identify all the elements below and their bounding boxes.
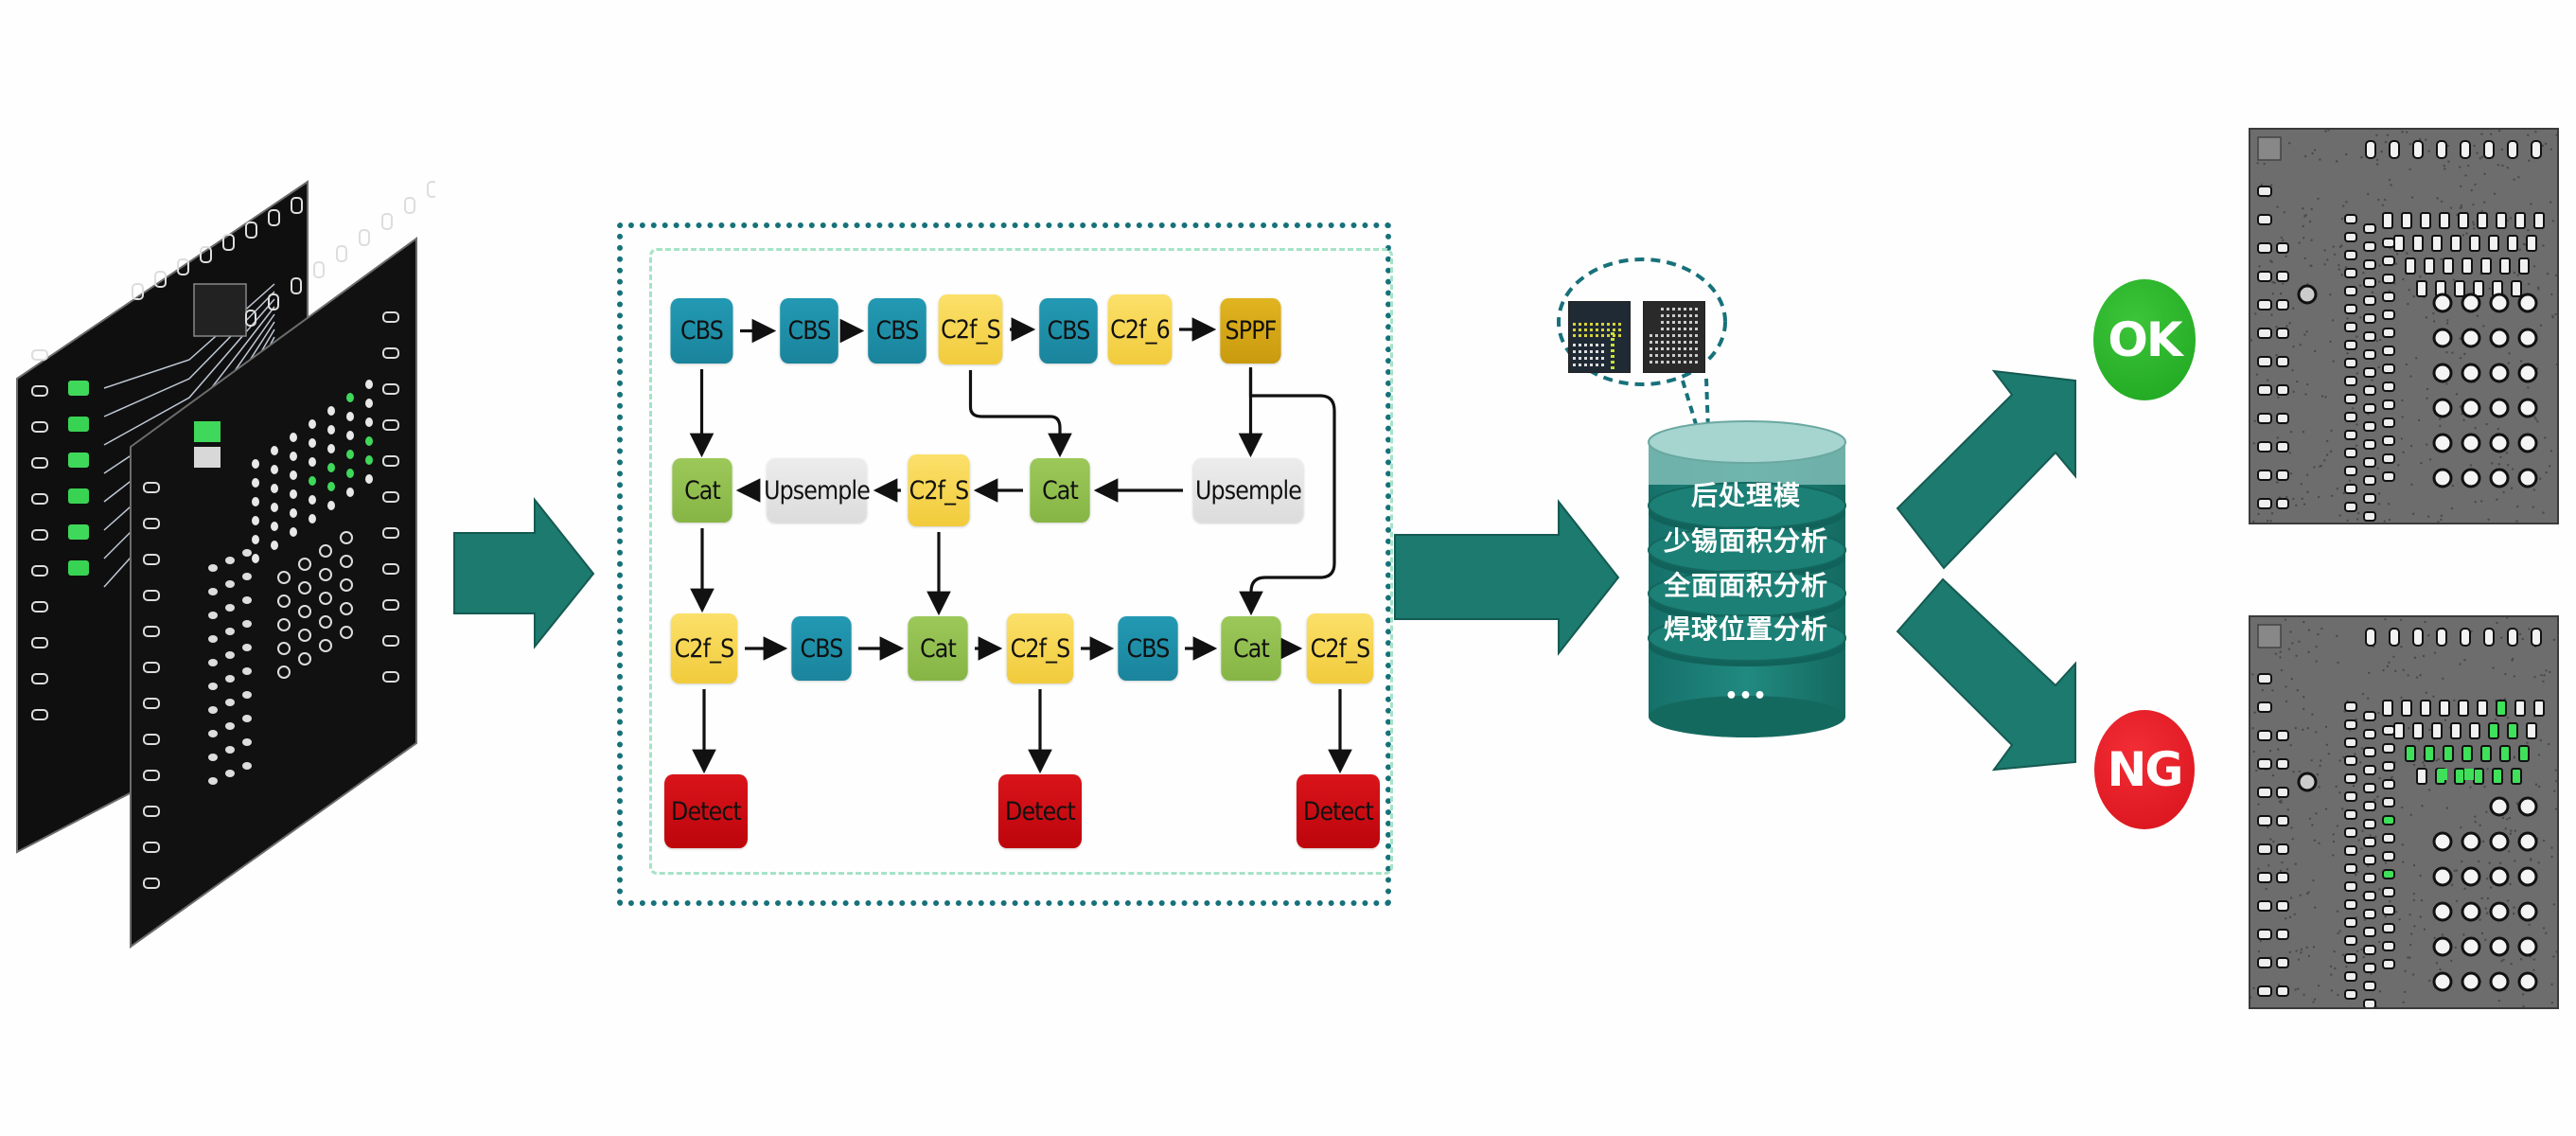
- node-label: Upsemple: [1195, 476, 1301, 506]
- node-upsemple-m5: Upsemple: [1193, 458, 1303, 523]
- node-cat-m4: Cat: [1030, 458, 1089, 523]
- node-label: CBS: [1048, 316, 1090, 346]
- node-c2f-s-b4: C2f_S: [939, 294, 1003, 364]
- layer-label: 全面面积分析: [1647, 565, 1845, 603]
- node-cat-m1: Cat: [672, 458, 732, 523]
- node-cat-l3: Cat: [908, 616, 967, 681]
- node-cbs-b1: CBS: [671, 298, 733, 364]
- node-cbs-b2: CBS: [780, 298, 838, 364]
- node-upsemple-m2: Upsemple: [767, 458, 867, 523]
- node-sppf-b7: SPPF: [1220, 298, 1280, 364]
- node-label: CBS: [1127, 634, 1170, 664]
- node-label: CBS: [680, 316, 723, 346]
- bubble-thumbnail-defect: [1568, 301, 1631, 373]
- node-c2f-s-l4: C2f_S: [1007, 613, 1073, 683]
- ok-label: OK: [2108, 312, 2180, 367]
- node-c2f-s-l1: C2f_S: [671, 613, 737, 683]
- node-label: Detect: [671, 797, 741, 826]
- node-label: Detect: [1303, 797, 1373, 826]
- node-label: C2f_S: [909, 476, 969, 506]
- node-c2f-s-m3: C2f_S: [908, 454, 969, 526]
- ng-badge: NG: [2094, 710, 2195, 829]
- node-label: C2f_S: [1311, 634, 1370, 664]
- node-label: Cat: [684, 476, 720, 506]
- node-label: C2f_6: [1110, 315, 1170, 345]
- node-label: CBS: [788, 316, 831, 346]
- node-label: CBS: [876, 316, 919, 346]
- edge-b4-m4: [971, 370, 1061, 454]
- ok-result-image: [2249, 128, 2559, 524]
- layer-label: 少锡面积分析: [1647, 521, 1845, 559]
- node-cat-l6: Cat: [1221, 616, 1280, 681]
- layer-label: 后处理模: [1647, 475, 1845, 513]
- ng-result-image: [2249, 615, 2559, 1009]
- node-label: Cat: [920, 634, 956, 664]
- node-detect-d3: Detect: [1297, 774, 1380, 848]
- node-label: SPPF: [1226, 316, 1277, 346]
- ng-label: NG: [2108, 742, 2182, 797]
- node-cbs-b5: CBS: [1039, 298, 1098, 364]
- node-c2f-s-l7: C2f_S: [1307, 613, 1373, 683]
- node-label: Cat: [1042, 476, 1078, 506]
- node-label: Detect: [1005, 797, 1075, 826]
- node-detect-d1: Detect: [664, 774, 748, 848]
- node-label: Cat: [1233, 634, 1269, 664]
- node-label: C2f_S: [675, 634, 734, 664]
- ok-badge: OK: [2093, 279, 2196, 400]
- node-cbs-l5: CBS: [1118, 616, 1177, 681]
- node-label: CBS: [801, 634, 843, 664]
- node-label: C2f_S: [1011, 634, 1070, 664]
- node-label: C2f_S: [941, 315, 1000, 345]
- node-c2f-6-b6: C2f_6: [1108, 294, 1173, 364]
- layer-more-ellipsis: •••: [1647, 684, 1845, 708]
- node-label: Upsemple: [764, 476, 870, 506]
- node-cbs-b3: CBS: [868, 298, 926, 364]
- node-detect-d2: Detect: [998, 774, 1082, 848]
- layer-label: 焊球位置分析: [1647, 609, 1845, 647]
- node-cbs-l2: CBS: [791, 616, 851, 681]
- bubble-thumbnail-xray: [1643, 301, 1705, 373]
